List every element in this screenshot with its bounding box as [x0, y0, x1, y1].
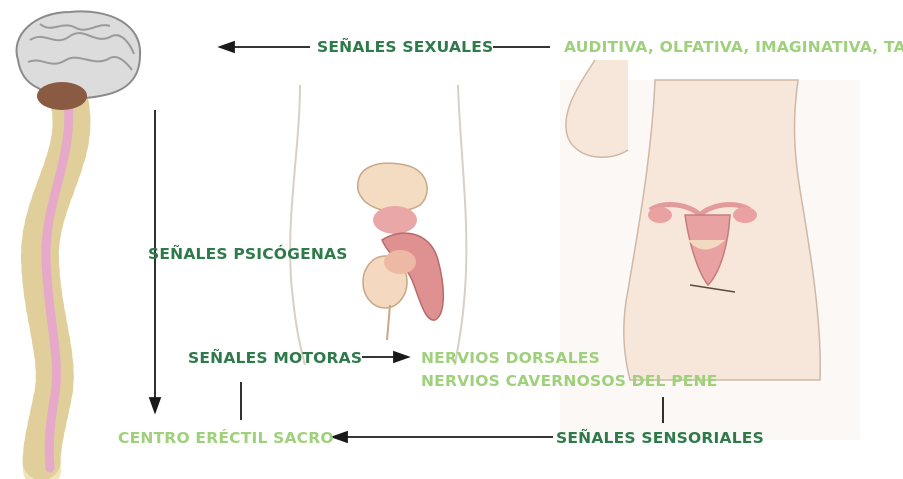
label-centro-erectil: CENTRO ERÉCTIL SACRO: [118, 429, 334, 447]
label-nervios-dorsales: NERVIOS DORSALES: [421, 349, 600, 367]
label-estimulos: AUDITIVA, OLFATIVA, IMAGINATIVA, TACTIL: [564, 38, 903, 56]
label-senales-motoras: SEÑALES MOTORAS: [188, 349, 362, 367]
label-senales-psicogenas: SEÑALES PSICÓGENAS: [148, 245, 348, 263]
label-senales-sensoriales: SEÑALES SENSORIALES: [556, 429, 764, 447]
cerebellum-icon: [37, 82, 87, 110]
label-nervios-cavernosos: NERVIOS CAVERNOSOS DEL PENE: [421, 372, 718, 390]
label-senales-sexuales: SEÑALES SEXUALES: [317, 38, 493, 56]
brain-icon: [17, 11, 141, 98]
